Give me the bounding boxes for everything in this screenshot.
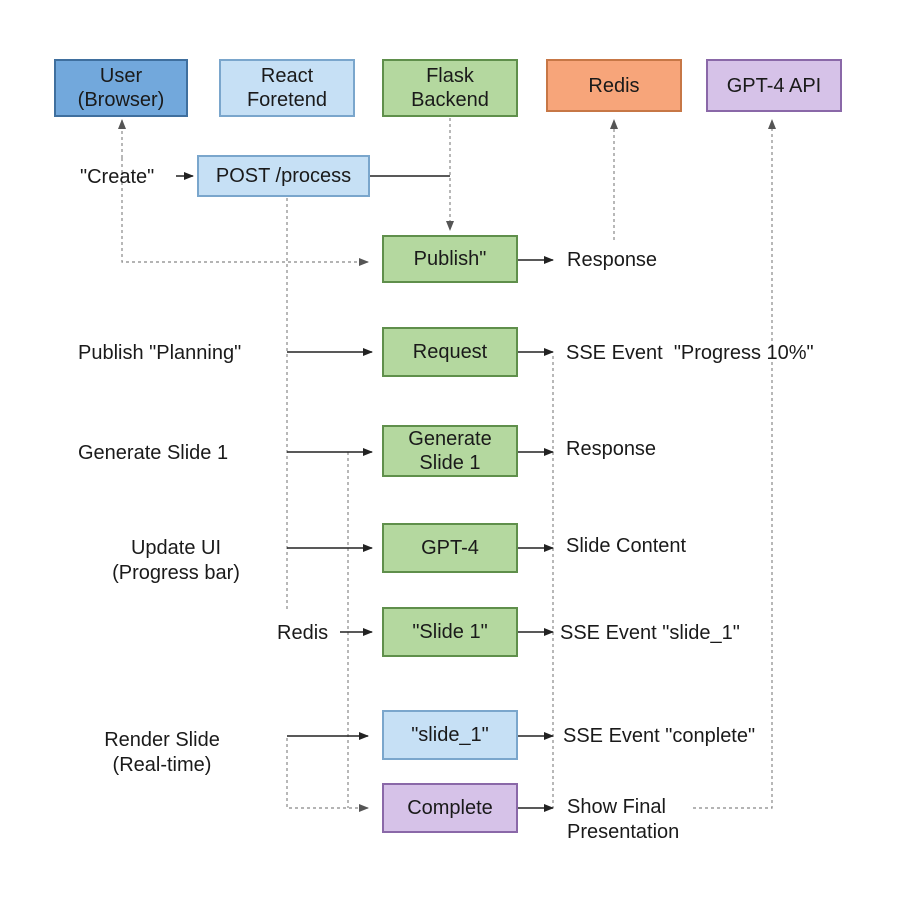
actor-redis-label: Redis [588,74,640,97]
generate-slide-box: Generate Slide 1 [382,425,518,477]
slide1-quote-box: "Slide 1" [382,607,518,657]
label-slide-content: Slide Content [566,535,687,557]
slide1-quote-label: "Slide 1" [412,621,488,643]
label-response-2: Response [566,438,657,460]
loop-left-line [286,738,369,812]
actor-backend-label: Flask Backend [411,65,489,111]
publish-box: Publish" [382,235,518,283]
post-process-box: POST /process [197,155,370,197]
label-update-ui: Update UI (Progress bar) [112,537,240,584]
complete-label: Complete [407,797,493,819]
label-redis: Redis [277,622,329,644]
generate-slide-label: Generate Slide 1 [408,428,492,474]
label-response-1: Response [567,249,658,271]
label-show-final: Show Final Presentation [567,796,680,843]
actor-gpt: GPT-4 API [706,59,842,112]
gpt4-box: GPT-4 [382,523,518,573]
label-publish-planning: Publish "Planning" [78,342,242,364]
slide_1-event-label: "slide_1" [411,724,489,746]
label-generate-slide-1: Generate Slide 1 [78,442,229,464]
label-sse-complete: SSE Event "conplete" [563,725,756,747]
actor-backend: Flask Backend [382,59,518,117]
actor-frontend-label: React Foretend [246,65,328,111]
actor-gpt-label: GPT-4 API [726,74,822,97]
post-process-label: POST /process [215,165,352,187]
complete-box: Complete [382,783,518,833]
request-label: Request [412,341,488,363]
actor-user: User (Browser) [54,59,188,117]
gpt-lifeline [693,119,776,809]
actor-user-label: User (Browser) [77,65,165,111]
label-sse-slide: SSE Event "slide_1" [560,622,740,644]
label-sse-progress: SSE Event "Progress 10%" [566,342,814,364]
gpt4-label: GPT-4 [421,537,479,559]
actor-redis: Redis [546,59,682,112]
slide_1-event-box: "slide_1" [382,710,518,760]
actor-frontend: React Foretend [219,59,355,117]
request-box: Request [382,327,518,377]
label-render-slide: Render Slide (Real-time) [104,729,220,776]
publish-label: Publish" [413,248,487,270]
label-create: "Create" [80,166,155,188]
user-return-line [121,158,369,266]
